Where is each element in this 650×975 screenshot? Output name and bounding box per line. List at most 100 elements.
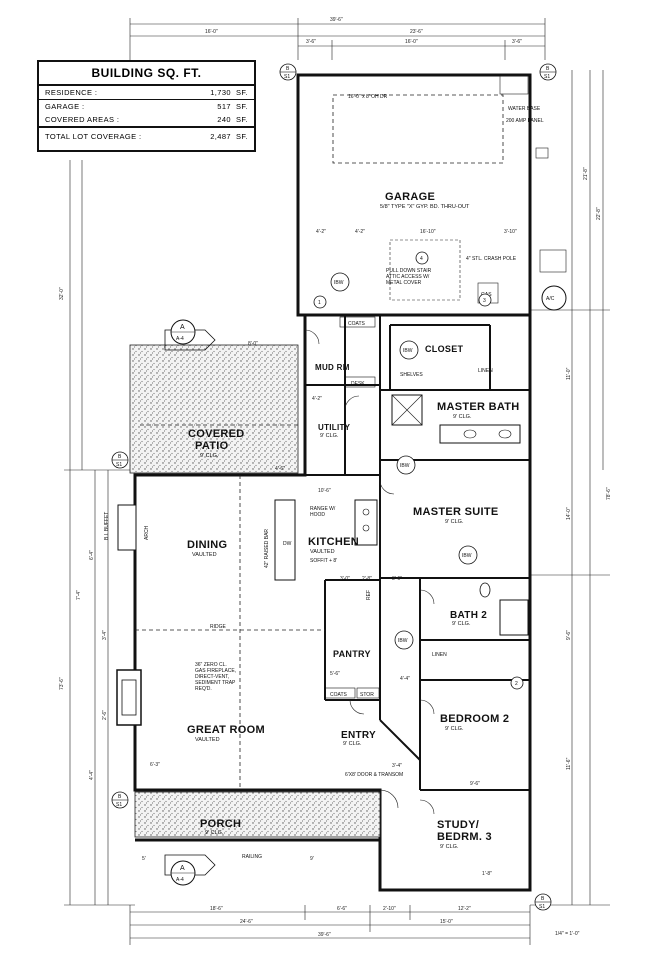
top-dimensions: 39'-6" 16'-0" 23'-6" 3'-6" 16'-0" 3'-6" — [129, 17, 546, 60]
sqft-value: 2,487 SF. — [210, 132, 248, 141]
callout-b-tr-ref: S1 — [544, 74, 550, 80]
linen-label: LINEN — [432, 652, 447, 658]
dining-vaulted: VAULTED — [192, 552, 217, 558]
ibw-1: IBW — [403, 348, 413, 354]
dim-bot-1: 18'-6" — [210, 906, 223, 912]
dim-left-4: 6'-4" — [89, 550, 95, 560]
room-kitchen: KITCHEN — [308, 536, 359, 548]
room-mud-rm: MUD RM — [315, 363, 350, 372]
callout-a-bot-ref: A-4 — [176, 877, 184, 883]
dim-int-96: 9'-6" — [470, 781, 480, 787]
dim-top-total: 39'-6" — [330, 17, 343, 23]
dim-top-r3: 3'-6" — [512, 39, 522, 45]
interior-dimensions: 10'-6" 3'-0" 2'-8" 3'-6" 5'-6" 4'-4" 3'-… — [142, 341, 492, 877]
range-note: RANGE W/ — [310, 506, 336, 512]
dim-garage-310: 3'-10" — [504, 229, 517, 235]
entry-clg: 9' CLG. — [343, 741, 362, 747]
dim-int-18: 1'-8" — [482, 871, 492, 877]
dw-label: DW — [283, 541, 292, 547]
dim-int-44: 4'-4" — [400, 676, 410, 682]
dim-garage-42a: 4'-2" — [316, 229, 326, 235]
dim-bot-3: 15'-0" — [440, 919, 453, 925]
section-callout-b-tr: B S1 — [539, 63, 557, 81]
sqft-label: GARAGE : — [45, 102, 85, 111]
coats-label-1: COATS — [348, 321, 366, 327]
room-entry: ENTRY — [341, 730, 376, 741]
callout-b-ml-ref: S1 — [116, 462, 122, 468]
fireplace-note-4: SEDIMENT TRAP — [195, 680, 236, 686]
bottom-dimensions: 18'-6" 6'-6" 2'-10" 12'-2" 24'-6" 15'-0"… — [129, 905, 531, 945]
ref-label: REF — [366, 590, 372, 600]
callout-a-top-ref: A-4 — [176, 336, 184, 342]
callout-b-bl-ref: S1 — [116, 802, 122, 808]
dim-int-80: 8'-0" — [248, 341, 258, 347]
sqft-label: TOTAL LOT COVERAGE : — [45, 132, 142, 141]
dim-top-right: 23'-6" — [410, 29, 423, 35]
room-garage: GARAGE — [385, 191, 435, 203]
room-covered-patio-2: PATIO — [195, 440, 229, 452]
railing-label: RAILING — [242, 854, 262, 860]
room-covered-patio-1: COVERED — [188, 428, 245, 440]
attic-access-note: ATTIC ACCESS W/ — [386, 274, 430, 280]
ibw-2: IBW — [400, 463, 410, 469]
room-closet: CLOSET — [425, 344, 464, 354]
building-sqft-table: BUILDING SQ. FT. RESIDENCE : 1,730 SF. G… — [37, 60, 256, 152]
small-labels: COATS COATS STOR DESK SHELVES LINEN RIDG… — [210, 272, 493, 699]
numbered-callouts: 1 2 3 4 — [313, 251, 524, 690]
linen-label-2: LINEN — [478, 368, 493, 374]
dim-int-5: 5' — [142, 856, 146, 862]
dim-left-5: 4'-4" — [89, 770, 95, 780]
room-study-2: BEDRM. 3 — [437, 831, 492, 843]
panel-note: 200 AMP PANEL — [506, 118, 544, 124]
master-suite-clg: 9' CLG. — [445, 519, 464, 525]
callout-b-bl-letter: B — [118, 794, 122, 800]
dim-int-42: 4'-2" — [312, 396, 322, 402]
callout-b-tr-letter: B — [546, 66, 550, 72]
dim-int-28: 2'-8" — [362, 576, 372, 582]
kitchen-vaulted: VAULTED — [310, 549, 335, 555]
dim-int-46: 4'-6" — [275, 466, 285, 472]
dim-right-garage2: 22'-8" — [596, 207, 602, 220]
callout-b-tl-ref: S1 — [284, 74, 290, 80]
sqft-label: RESIDENCE : — [45, 88, 98, 97]
callout-2: 2 — [515, 681, 518, 687]
callout-a-top-letter: A — [180, 324, 185, 331]
callout-b-tl-letter: B — [286, 66, 290, 72]
room-pantry: PANTRY — [333, 649, 371, 659]
sqft-row-total: TOTAL LOT COVERAGE : 2,487 SF. — [39, 126, 254, 145]
room-study-1: STUDY/ — [437, 819, 479, 831]
dim-garage-42b: 4'-2" — [355, 229, 365, 235]
section-callout-b-ml: B S1 — [111, 451, 129, 469]
room-bath2: BATH 2 — [450, 610, 487, 621]
room-great-room: GREAT ROOM — [187, 724, 265, 736]
metal-cover-note: METAL COVER — [386, 280, 422, 286]
ibw-3: IBW — [462, 553, 472, 559]
dim-bot-2: 6'-6" — [337, 906, 347, 912]
callout-3: 3 — [483, 298, 486, 304]
dim-right-garage: 21'-8" — [583, 167, 589, 180]
dim-bot-mid: 24'-6" — [240, 919, 253, 925]
pull-down-note: PULL DOWN STAIR — [386, 268, 432, 274]
garage-note: 5/8" TYPE "X" GYP. BD. THRU-OUT — [380, 204, 470, 210]
callout-1: 1 — [318, 300, 321, 306]
fireplace: 36" ZERO CL. GAS FIREPLACE, DIRECT-VENT,… — [116, 662, 236, 726]
bath2-clg: 9' CLG. — [452, 621, 471, 627]
master-bath-clg: 9' CLG. — [453, 414, 472, 420]
dim-right-3: 9'-6" — [566, 630, 572, 640]
bath-fixtures — [391, 394, 529, 636]
ibw-4: IBW — [398, 638, 408, 644]
dim-garage-1610: 16'-10" — [420, 229, 436, 235]
right-dimensions: 21'-8" 22'-8" 78'-6" 11'-0" 14'-0" 9'-6"… — [530, 70, 612, 906]
hood-note: HOOD — [310, 512, 325, 518]
room-bedroom2: BEDROOM 2 — [440, 713, 509, 725]
sqft-row-residence: RESIDENCE : 1,730 SF. — [39, 86, 254, 99]
ridge-label: RIDGE — [210, 624, 227, 630]
callout-b-ml-letter: B — [118, 454, 122, 460]
desk-label: DESK — [351, 381, 365, 387]
callout-a-bot-letter: A — [180, 865, 185, 872]
section-callout-b-tl: B S1 — [279, 63, 297, 81]
coats-label-2: COATS — [330, 692, 348, 698]
ac-label: A/C — [546, 296, 555, 302]
dim-int-6: 6'-3" — [150, 762, 160, 768]
